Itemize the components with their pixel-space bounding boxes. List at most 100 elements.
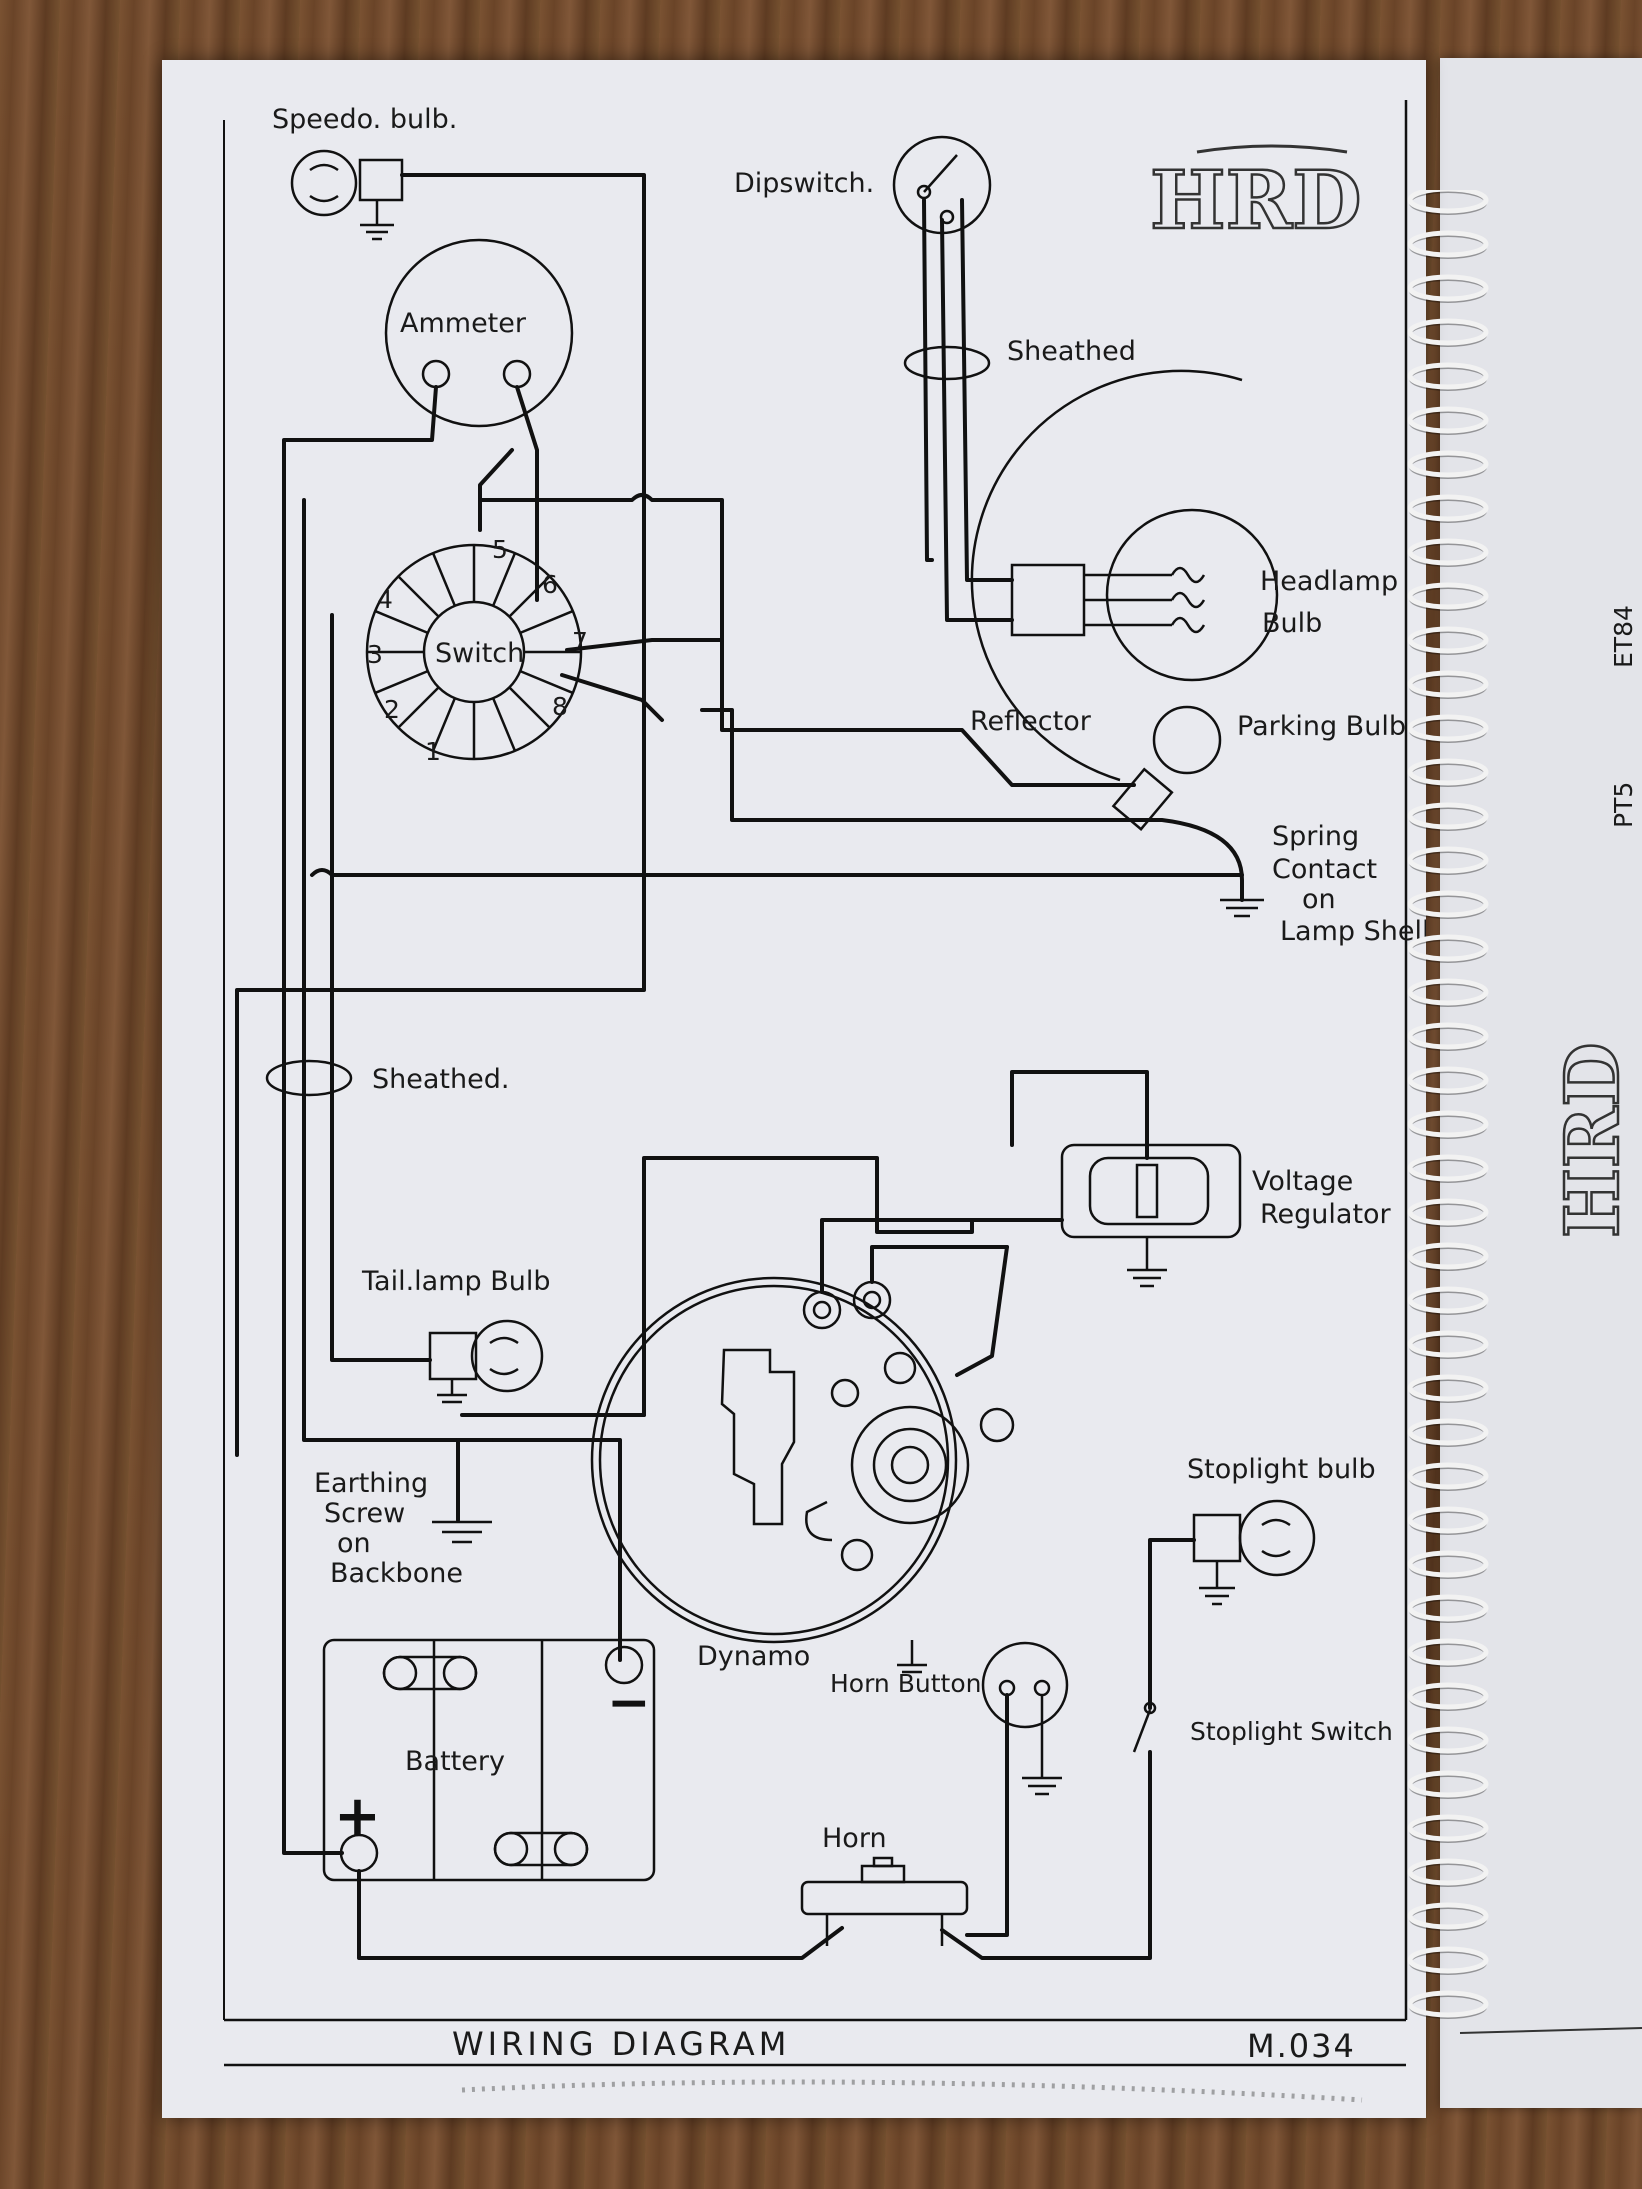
binding-ring bbox=[1407, 978, 1489, 1006]
binding-ring bbox=[1407, 1550, 1489, 1578]
switch-spoke bbox=[431, 697, 457, 752]
switch-spoke bbox=[431, 552, 457, 607]
switch-spoke bbox=[374, 609, 429, 635]
ignition-switch bbox=[365, 543, 583, 761]
switch-pos-7: 7 bbox=[572, 627, 588, 656]
binding-ring bbox=[1407, 538, 1489, 566]
binding-ring bbox=[1407, 802, 1489, 830]
parking-bulb bbox=[1111, 705, 1222, 831]
horn-label: Horn bbox=[822, 1823, 887, 1854]
headlamp-reflector bbox=[970, 369, 1243, 782]
binding-ring bbox=[1407, 1506, 1489, 1534]
binding-ring bbox=[1407, 274, 1489, 302]
earthing-label-2: Screw bbox=[324, 1498, 405, 1529]
binding-ring bbox=[1407, 846, 1489, 874]
binding-ring bbox=[1407, 1242, 1489, 1270]
stoplight-switch bbox=[1132, 1701, 1157, 1753]
binding-ring bbox=[1407, 1154, 1489, 1182]
speedo-bulb bbox=[290, 149, 404, 241]
binding-ring bbox=[1407, 1022, 1489, 1050]
binding-ring bbox=[1407, 1418, 1489, 1446]
binding-ring bbox=[1407, 494, 1489, 522]
switch-pos-5: 5 bbox=[492, 535, 508, 564]
binding-ring bbox=[1407, 1594, 1489, 1622]
spring-label-1: Spring bbox=[1272, 821, 1359, 852]
spring-label-4: Lamp Shell bbox=[1280, 916, 1426, 947]
binding-ring bbox=[1407, 1066, 1489, 1094]
back-page-code-2: ET84 bbox=[1609, 605, 1638, 668]
binding-ring bbox=[1407, 1858, 1489, 1886]
binding-ring bbox=[1407, 670, 1489, 698]
headlamp-bulb bbox=[1010, 508, 1279, 682]
binding-ring bbox=[1407, 1726, 1489, 1754]
battery-minus: − bbox=[607, 1673, 651, 1733]
earthing-label-3: on bbox=[337, 1528, 371, 1559]
binding-ring bbox=[1407, 1814, 1489, 1842]
spring-label-3: on bbox=[1302, 884, 1336, 915]
binding-ring bbox=[1407, 1462, 1489, 1490]
horn bbox=[800, 1856, 969, 1946]
horn-button bbox=[981, 1641, 1069, 1796]
spring-label-2: Contact bbox=[1272, 854, 1377, 885]
switch-pos-2: 2 bbox=[384, 695, 400, 724]
dipswitch-label: Dipswitch. bbox=[734, 168, 874, 199]
binding-ring bbox=[1407, 1374, 1489, 1402]
binding-ring bbox=[1407, 1198, 1489, 1226]
voltage-regulator-label-2: Regulator bbox=[1260, 1199, 1392, 1230]
sheathed-left-label: Sheathed. bbox=[372, 1064, 509, 1095]
sheath-top bbox=[903, 345, 991, 381]
binding-ring bbox=[1407, 1110, 1489, 1138]
horn-button-label: Horn Button bbox=[830, 1669, 981, 1698]
switch-spoke bbox=[519, 669, 574, 695]
switch-spoke bbox=[491, 552, 517, 607]
battery-label: Battery bbox=[405, 1746, 505, 1777]
earthing-label-4: Backbone bbox=[330, 1558, 463, 1589]
earthing-screw bbox=[432, 1520, 492, 1544]
switch-spoke bbox=[519, 609, 574, 635]
diagram-title: WIRING DIAGRAM bbox=[452, 2025, 790, 2063]
binding-ring bbox=[1407, 1990, 1489, 2018]
switch-pos-8: 8 bbox=[552, 692, 568, 721]
hrd-logo: HRD bbox=[1149, 144, 1363, 248]
headlamp-label-1: Headlamp bbox=[1260, 566, 1398, 597]
speedo-bulb-label: Speedo. bulb. bbox=[272, 104, 457, 135]
dynamo bbox=[590, 1276, 1015, 1674]
tail-lamp-bulb bbox=[428, 1319, 544, 1404]
stoplight-bulb bbox=[1192, 1499, 1316, 1606]
switch-spoke bbox=[508, 575, 551, 618]
voltage-regulator-label-1: Voltage bbox=[1252, 1166, 1353, 1197]
switch-label: Switch bbox=[435, 638, 524, 669]
reflector-label: Reflector bbox=[970, 706, 1092, 737]
switch-spoke bbox=[397, 686, 440, 729]
lamp-shell-earth bbox=[1220, 898, 1264, 918]
binding-ring bbox=[1407, 318, 1489, 346]
binding-ring bbox=[1407, 230, 1489, 258]
tail-lamp-label: Tail.lamp Bulb bbox=[361, 1266, 551, 1297]
switch-spoke bbox=[491, 697, 517, 752]
switch-spoke bbox=[508, 686, 551, 729]
binding-ring bbox=[1407, 362, 1489, 390]
wires bbox=[235, 173, 1244, 1960]
binding-ring bbox=[1407, 190, 1489, 214]
parking-bulb-label: Parking Bulb bbox=[1237, 711, 1406, 742]
switch-pos-3: 3 bbox=[367, 640, 383, 669]
diagram-ref: M.034 bbox=[1247, 2027, 1356, 2065]
binding-ring bbox=[1407, 1638, 1489, 1666]
binding-ring bbox=[1407, 890, 1489, 918]
wiring-diagram: WIRING DIAGRAM M.034 HRD Speedo. bulb. A… bbox=[223, 100, 1426, 2103]
binding-ring bbox=[1407, 1330, 1489, 1358]
binding-ring bbox=[1407, 626, 1489, 654]
binding-ring bbox=[1407, 406, 1489, 434]
headlamp-label-2: Bulb bbox=[1262, 608, 1322, 639]
voltage-regulator bbox=[1060, 1143, 1242, 1288]
binding-ring bbox=[1407, 582, 1489, 610]
dynamo-label: Dynamo bbox=[697, 1641, 810, 1672]
back-page-code: PT5 bbox=[1609, 782, 1638, 828]
battery-plus: + bbox=[334, 1784, 381, 1849]
logo-text: HRD bbox=[1150, 153, 1361, 247]
switch-spoke bbox=[397, 575, 440, 618]
binding-ring bbox=[1407, 934, 1489, 962]
binding-ring bbox=[1407, 758, 1489, 786]
stoplight-switch-label: Stoplight Switch bbox=[1190, 1717, 1393, 1746]
binding-ring bbox=[1407, 450, 1489, 478]
